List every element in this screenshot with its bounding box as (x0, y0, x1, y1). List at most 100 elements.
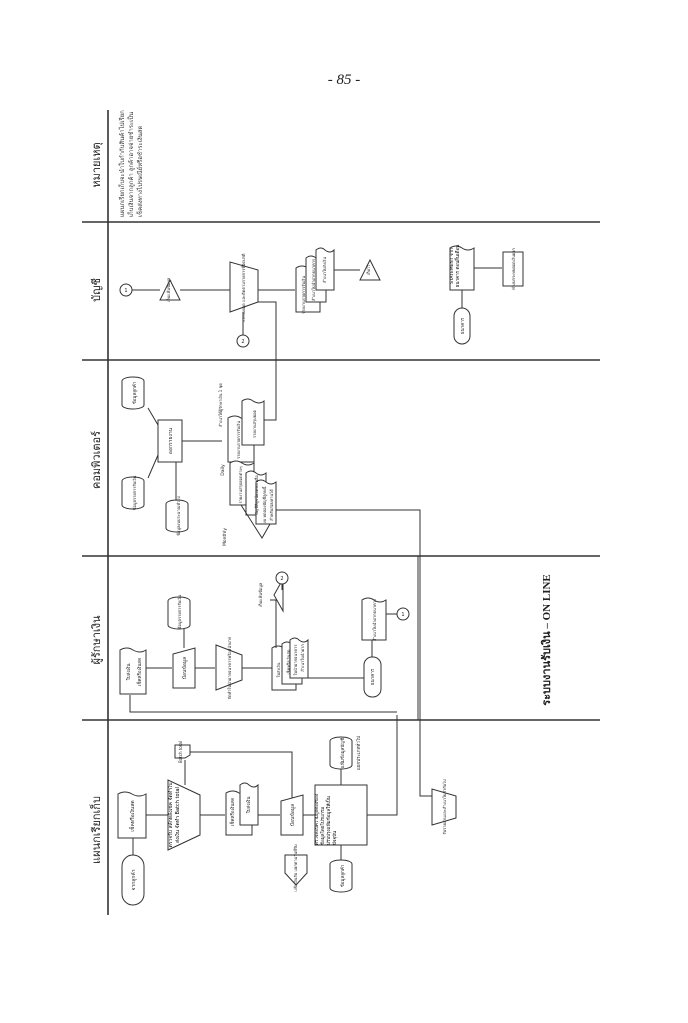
lane-header-computer: คอมพิวเตอร์ (90, 431, 103, 489)
doc-label: ใบส่งเงิน (126, 664, 132, 681)
process-item: ตรวจสอบความถูกต้องของข้อมูลโดยโปรแกรม (315, 793, 326, 845)
db-computer-cash (121, 476, 145, 510)
lane-header-cashier: ผู้รักษาเงิน (90, 615, 103, 665)
acc-connector-2 (236, 334, 250, 348)
doc-stack-3 (289, 637, 309, 679)
manual-deposit (215, 644, 243, 691)
batch-total (174, 744, 191, 759)
offpage-label: แฟ้มเงินรับ แยกตามวันที่รับ (293, 844, 298, 892)
swimlane-frame (82, 110, 600, 915)
process-label-wrap: ตรวจสอบความถูกต้องของข้อมูลโดยโปรแกรมปรั… (315, 793, 338, 845)
connector-label: 1 (401, 612, 404, 618)
manual-receive-report (431, 788, 457, 826)
doc-label: เช็คหรือเงินสด (128, 800, 136, 831)
db-computer-budget (165, 499, 189, 533)
terminal-label: ธนาคาร (460, 317, 466, 334)
doc-deposit-copy (361, 597, 387, 641)
doc-label: ใบนำฝากธนาคาร (293, 644, 298, 676)
terminal-label: ธนาคาร (370, 668, 376, 685)
db-note: แยกประเภททั่วไป (355, 736, 362, 770)
connector-label: 2 (241, 339, 244, 345)
doc-stack-slip (239, 782, 259, 826)
acc-statement (449, 245, 475, 291)
doc-label: สำเนาใบนำฝากธนาคาร (311, 258, 316, 301)
doc-label: สำเนาใบนำฝากธนาคาร (372, 598, 377, 641)
doc-label: เช็คหรือเงินสด (135, 658, 143, 686)
remark-text: แผนกเรียกเก็บจะนำใบกำกับสินค้าไปเรียกเก็… (119, 110, 144, 217)
manual-label-wrap: ตรวจรับ สลักหลังเช็ค จัดทำใบส่งเงิน จัดท… (168, 782, 181, 848)
manual-label: กระทบยอด และติดตามรายการที่ผิดปกติ (241, 253, 246, 322)
store-triangle (273, 577, 284, 613)
db-label: ข้อมูลลูกค้า (132, 381, 138, 404)
doc-label: บัญชีพิสูจน์ยอดคงเหลือ (254, 475, 260, 515)
reconcile-label: ทำงบกระทบยอดเงินฝาก (511, 248, 516, 290)
doc-label: รายงานสรุปยอดต่างๆ (238, 466, 244, 503)
statement-label: STATEMENT จากธนาคาร ตอนสิ้นเดือน (450, 244, 461, 288)
db-label: ข้อมูลรายการรับเงิน (177, 594, 183, 629)
manual2-label: รับรายงานและสำเนาใบกำกับไป (442, 779, 447, 835)
db-ledger (329, 736, 353, 770)
input-label: ป้อนข้อมูล (289, 804, 296, 827)
acc-file (359, 258, 381, 281)
doc-monthly-3 (255, 479, 277, 525)
manual-label: ตรวจรับ สลักหลังเช็ค จัดทำใบส่งเงิน จัดท… (168, 782, 181, 848)
db-label: ข้อมูลงบประมาณทั่วไป (176, 496, 182, 536)
offpage-file (284, 854, 308, 886)
doc-label: สำเนาใบนำฝาก (300, 644, 305, 672)
accounting-lane: 1 เก็บแฟ้มข้อมูล กระทบยอด และติดตามรายกา… (119, 244, 524, 360)
lane-header-billing: แผนกเรียกเก็บ (89, 796, 103, 864)
db-label: ข้อมูลรายการรับเงิน (132, 475, 138, 510)
db-computer-customer (121, 376, 145, 410)
acc-manual-reconcile (229, 261, 259, 313)
doc-label: ใบส่งเงิน (276, 662, 281, 677)
db-label: แฟ้มข้อมูลบัญชี (340, 738, 346, 768)
manual-label: จัดทำใบนำฝากธนาคารพร้อมนำฝาก (227, 636, 232, 699)
doc-cheque (117, 791, 147, 839)
doc-label: เช็คหรือเงินสด (228, 798, 236, 826)
db-label: ข้อมูลลูกค้า (340, 864, 346, 887)
page-number: - 85 - (327, 72, 361, 88)
statement-wrap: STATEMENT จากธนาคาร ตอนสิ้นเดือน (450, 244, 461, 288)
computer-lane: ข้อมูลลูกค้า ข้อมูลรายการรับเงิน ข้อมูลง… (121, 360, 421, 556)
doc-label: เช็คหรือเงินสด (285, 649, 291, 674)
remark-text-container: แผนกเรียกเก็บจะนำใบกำกับสินค้าไปเรียกเก็… (119, 110, 144, 217)
batch-label: Batch total (178, 741, 183, 763)
process-label: ออกรายงาน (168, 427, 174, 454)
doc-daily-2 (241, 398, 265, 446)
store-label: เก็บแฟ้มข้อมูล (257, 582, 264, 607)
input-label: ป้อนข้อมูล (181, 657, 188, 680)
manual-op-batch (167, 779, 201, 851)
store-label: เก็บแฟ้มข้อมูล (165, 277, 172, 302)
acc-reconcile-statement (502, 251, 524, 287)
acc-doc-3 (315, 247, 335, 291)
file-label: เก็บไว้ (365, 265, 371, 276)
copy-note: สำเนาให้ผู้รักษาเงิน 1 ชุด (218, 383, 224, 427)
input-keyin (280, 794, 304, 836)
process-item: ปรับปรุงแฟ้มข้อมูลให้เป็นปัจจุบัน (327, 796, 338, 845)
monthly-label: Monthly (222, 528, 228, 546)
doc-label: รายงานรายการรับเงิน (301, 276, 306, 314)
db-customer (329, 859, 353, 893)
connector-1 (396, 607, 410, 621)
lane-header-remarks: หมายเหตุ (90, 142, 103, 187)
doc-label: รายงานรายการรับเงิน (236, 421, 241, 459)
doc-label: สำเนาใบส่งเงิน (322, 257, 327, 283)
billing-lane: จากลูกค้า เช็คหรือเงินสด ตรวจรับ สลักหลั… (117, 556, 457, 906)
diagram-title: ระบบงานรับเงิน – ON LINE (540, 574, 553, 706)
db-cash (167, 596, 191, 630)
process-validate (314, 784, 368, 846)
doc-label: รายงานสรุปยอด (252, 410, 258, 439)
cashier-lane: ใบส่งเงิน เช็คหรือเงินสด ป้อนข้อมูล ข้อม… (119, 571, 410, 713)
connector-label: 2 (280, 576, 283, 582)
doc-label: ใบส่งเงิน (246, 797, 252, 814)
doc-label: งบ ทดลองบัญชีลูกหนี้ (260, 486, 268, 524)
lane-header-accounting: บัญชี (90, 278, 103, 302)
acc-store (159, 278, 181, 301)
lane-headers: แผนกเรียกเก็บ ผู้รักษาเงิน คอมพิวเตอร์ บ… (89, 142, 103, 864)
daily-label: Daily (220, 464, 226, 476)
terminal-label: จากลูกค้า (130, 869, 137, 890)
connector-label: 1 (124, 288, 127, 294)
doc-label: สำหรับสอบทานได้ (269, 489, 274, 521)
connector-2 (275, 571, 289, 585)
